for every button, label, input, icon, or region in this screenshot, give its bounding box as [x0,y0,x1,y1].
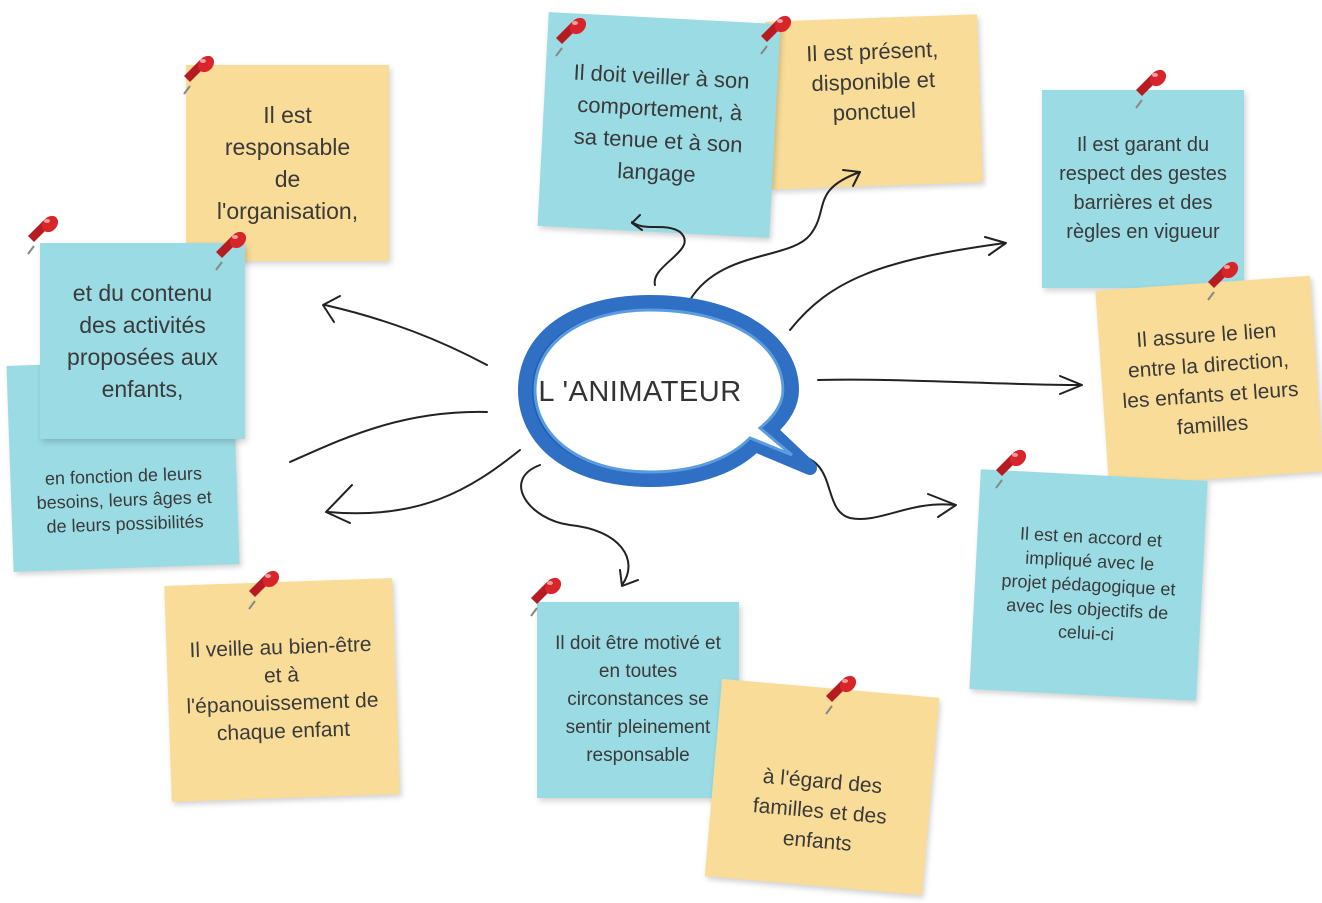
push-pin-icon [1202,258,1242,302]
note-bienetre-text: Il veille au bien-être et à l'épanouisse… [186,632,379,746]
push-pin-icon [990,446,1030,490]
note-present-text: Il est présent, disponible et ponctuel [805,36,939,126]
arrow-to-bienetre [327,449,521,515]
arrow-to-responsable [324,304,488,366]
note-motive-text: Il doit être motivé et en toutes circons… [555,633,721,766]
note-bienetre: Il veille au bien-être et à l'épanouisse… [164,578,400,802]
push-pin-icon [755,12,795,56]
note-besoins-text: en fonction de leurs besoins, leurs âges… [36,463,213,537]
note-contenu: et du contenu des activités proposées au… [40,243,245,439]
arrow-to-responsable-head [322,295,341,323]
note-present: Il est présent, disponible et ponctuel [765,14,983,190]
push-pin-icon [22,212,62,256]
arrow-to-garant [789,242,1006,331]
note-comportement-text: Il doit veiller à son comportement, à sa… [572,59,751,187]
push-pin-icon [243,567,283,611]
note-garant-text: Il est garant du respect des gestes barr… [1059,134,1227,243]
note-lien-text: Il assure le lien entre la direction, le… [1121,319,1300,440]
note-accord: Il est en accord et impliqué avec le pro… [969,469,1208,701]
note-responsable: Il est responsable de l'organisation, [186,65,389,261]
note-garant: Il est garant du respect des gestes barr… [1042,90,1244,288]
arrow-to-contenu [289,410,488,463]
center-label: L 'ANIMATEUR [538,375,742,408]
arrow-to-lien [817,378,1081,386]
note-responsable-text: Il est responsable de l'organisation, [216,102,359,224]
arrow-to-lien-head [1059,375,1083,395]
note-motive: Il doit être motivé et en toutes circons… [537,602,739,798]
push-pin-icon [210,228,250,272]
arrow-to-garant-head [984,236,1007,256]
note-lien: Il assure le lien entre la direction, le… [1095,275,1322,487]
push-pin-icon [820,672,860,716]
arrow-to-motive-head [619,569,639,587]
push-pin-icon [550,14,590,58]
push-pin-icon [178,52,218,96]
arrow-to-accord-head [927,493,957,518]
note-contenu-text: et du contenu des activités proposées au… [67,280,218,402]
push-pin-icon [1130,66,1170,110]
arrow-to-accord [789,454,956,520]
note-accord-text: Il est en accord et impliqué avec le pro… [1001,523,1176,645]
arrow-to-motive [520,464,630,586]
arrow-to-bienetre-head [325,484,353,524]
note-egard-text: à l'égard des familles et des enfants [751,764,888,856]
push-pin-icon [525,574,565,618]
